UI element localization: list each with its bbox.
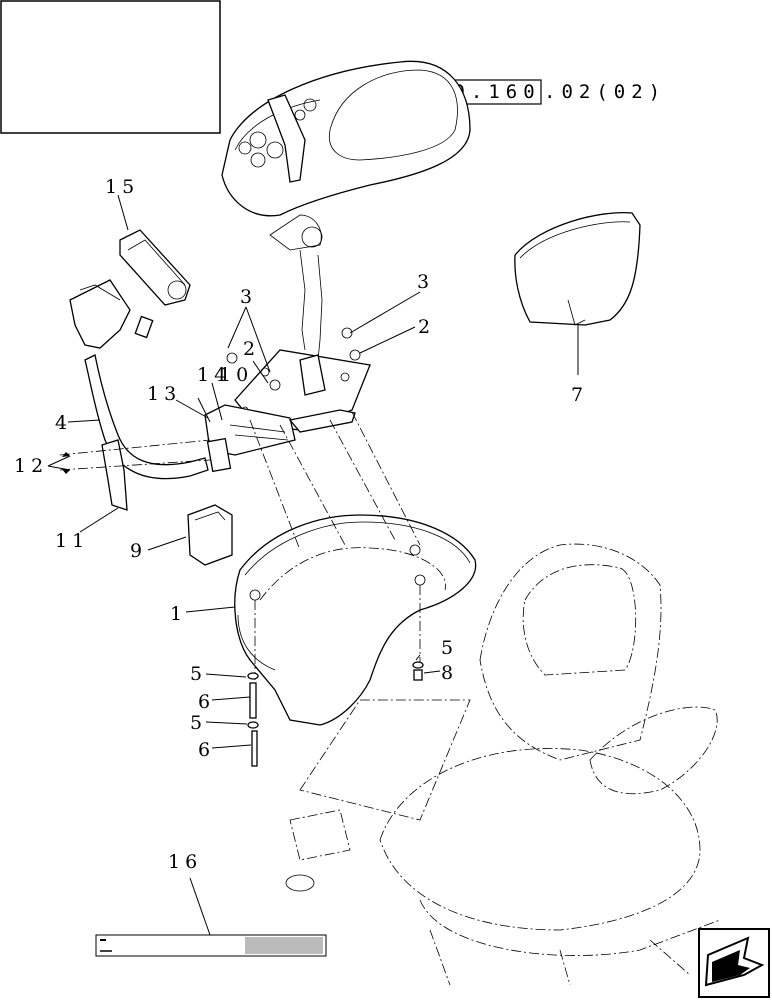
switch-module (187, 504, 233, 566)
console-base (234, 514, 477, 726)
callout-14: 14 (197, 364, 231, 386)
callout-6-lower: 6 (198, 739, 215, 761)
callout-2-right: 2 (418, 316, 435, 338)
leader-lines (47, 194, 579, 936)
callout-1: 1 (170, 603, 187, 625)
callout-5-lower: 5 (190, 712, 207, 734)
callout-16: 16 (168, 851, 202, 873)
callout-4: 4 (55, 412, 72, 434)
console-control-panel (221, 60, 471, 361)
callout-3-right: 3 (417, 271, 434, 293)
callout-13: 13 (147, 383, 181, 405)
title-frame (0, 0, 221, 134)
fasteners (247, 661, 424, 767)
callout-labels: 15 3 3 2 2 10 14 13 4 12 11 9 1 7 5 8 5 … (14, 176, 588, 873)
reference-suffix: .02(02) (544, 81, 666, 103)
alignment-lines (59, 411, 421, 680)
callout-2-left: 2 (243, 338, 260, 360)
callout-9: 9 (130, 540, 147, 562)
control-lever (204, 404, 356, 473)
seat-phantom (285, 543, 721, 986)
callout-10: 10 (219, 364, 253, 386)
callout-3-left: 3 (240, 286, 257, 308)
display-module (119, 229, 191, 306)
callout-5-right: 5 (441, 637, 458, 659)
arrow-icon[interactable] (698, 928, 770, 998)
callout-12: 12 (14, 455, 48, 477)
callout-7: 7 (571, 384, 588, 406)
callout-11: 11 (55, 530, 89, 552)
callout-8: 8 (441, 662, 458, 684)
callout-15: 15 (105, 176, 139, 198)
side-cover (101, 439, 128, 511)
warning-label (95, 934, 327, 957)
storage-tray (514, 211, 641, 326)
callout-6-upper: 6 (198, 691, 215, 713)
callout-5-upper: 5 (190, 663, 207, 685)
support-arm (69, 279, 209, 480)
